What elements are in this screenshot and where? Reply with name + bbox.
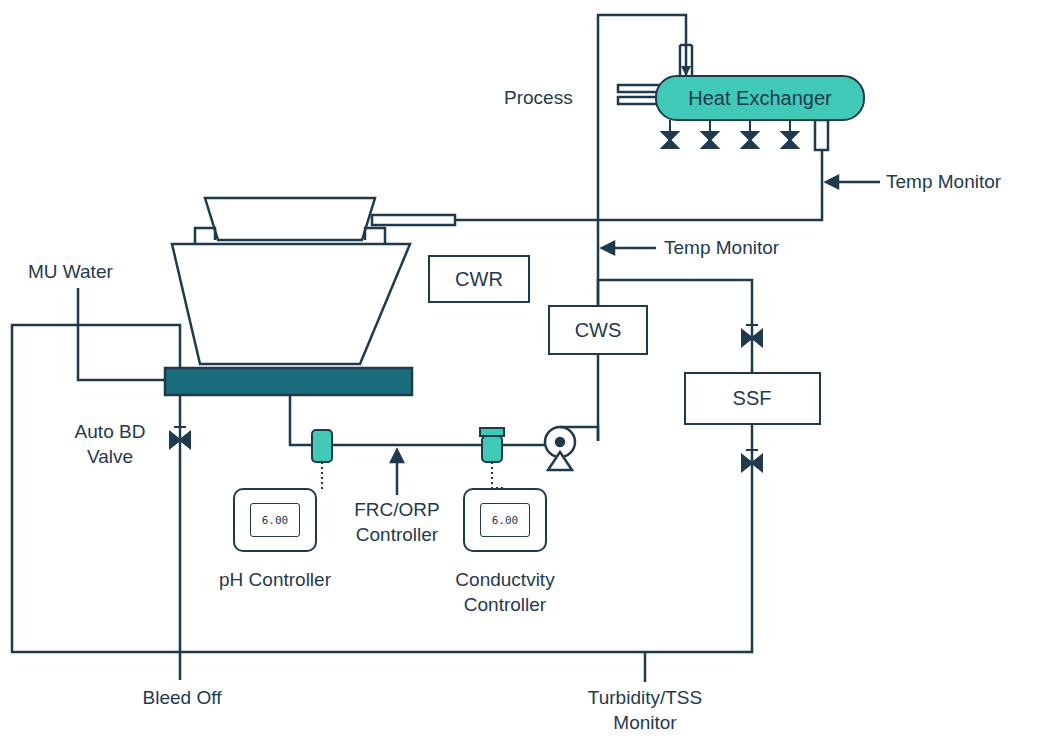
cws-box: CWS bbox=[548, 305, 648, 355]
node-text: CWS bbox=[575, 319, 622, 342]
controller-label: pH Controller bbox=[219, 568, 331, 593]
pipe-connector bbox=[598, 15, 686, 305]
controller-display: 6.00 bbox=[233, 488, 317, 552]
display-reading: 6.00 bbox=[480, 503, 530, 537]
display-reading: 6.00 bbox=[250, 503, 300, 537]
process-label: Process bbox=[502, 86, 575, 111]
node-text: SSF bbox=[733, 387, 772, 410]
node-text: CWR bbox=[455, 268, 503, 291]
temp-monitor-label: Temp Monitor bbox=[884, 170, 1003, 195]
conductivity-controller: 6.00Conductvity Controller bbox=[435, 488, 575, 617]
ssf-box: SSF bbox=[684, 372, 821, 425]
heat-exchanger: Heat Exchanger bbox=[655, 75, 865, 121]
node-text: Heat Exchanger bbox=[688, 87, 831, 110]
temp-monitor-label: Temp Monitor bbox=[662, 236, 781, 261]
valve-label: Auto BD Valve bbox=[58, 420, 162, 469]
monitor-label: Turbidity/TSS Monitor bbox=[578, 686, 712, 735]
inlet-label: MU Water bbox=[26, 260, 115, 285]
cwr-box: CWR bbox=[428, 255, 530, 303]
ph-controller: 6.00 pH Controller bbox=[219, 488, 331, 593]
controller-label: Conductvity Controller bbox=[435, 568, 575, 617]
outlet-label: Bleed Off bbox=[141, 686, 224, 711]
controller-label: FRC/ORP Controller bbox=[340, 498, 454, 547]
controller-display: 6.00 bbox=[463, 488, 547, 552]
